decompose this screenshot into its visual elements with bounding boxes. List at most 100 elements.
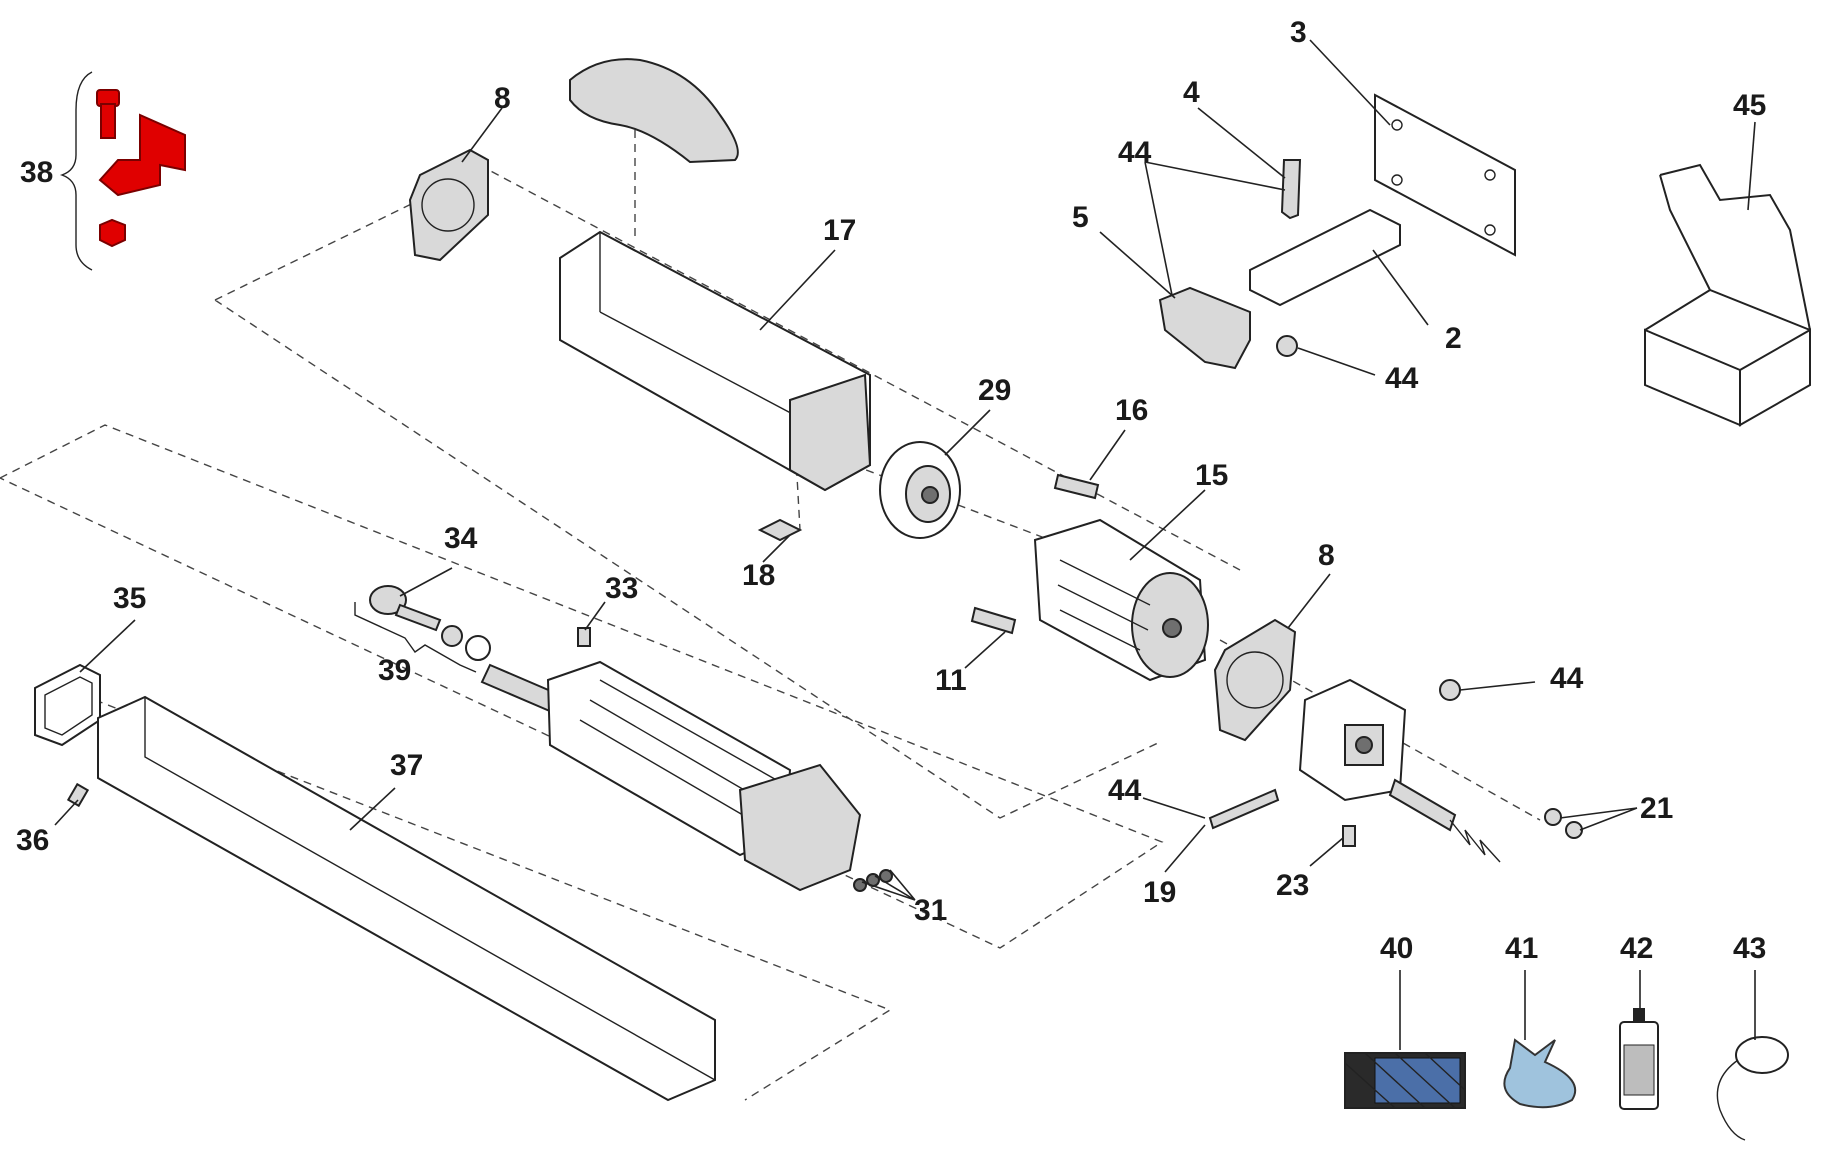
callout-18: 18 bbox=[742, 559, 775, 592]
bracket-plate-icon bbox=[98, 113, 186, 197]
callout-44-upper: 44 bbox=[1118, 136, 1152, 169]
callout-11: 11 bbox=[935, 664, 967, 697]
callout-23: 23 bbox=[1276, 869, 1309, 902]
leader-33 bbox=[584, 601, 606, 631]
callout-39: 39 bbox=[378, 654, 411, 687]
callout-3: 3 bbox=[1290, 16, 1307, 49]
leader-2 bbox=[1372, 249, 1429, 326]
leader-45 bbox=[1747, 121, 1756, 211]
beam-cover-37[interactable] bbox=[97, 695, 716, 1102]
valve-body bbox=[1388, 778, 1457, 832]
callout-31: 31 bbox=[914, 894, 947, 927]
assembly-outline-beam bbox=[94, 699, 892, 1101]
pin-11[interactable] bbox=[970, 606, 1017, 635]
screw-33[interactable] bbox=[577, 627, 591, 647]
top-cover[interactable] bbox=[569, 58, 739, 164]
plate-3[interactable] bbox=[1374, 93, 1516, 257]
rod-end-34[interactable] bbox=[369, 585, 442, 632]
spacer-block-2[interactable] bbox=[1249, 208, 1401, 307]
callout-43: 43 bbox=[1733, 932, 1766, 965]
mesh-panel bbox=[1374, 1057, 1461, 1104]
gasket-hole-icon bbox=[1226, 651, 1284, 709]
rod-19[interactable] bbox=[1208, 788, 1280, 830]
end-cap-inner bbox=[44, 676, 93, 736]
motor-15[interactable] bbox=[1033, 518, 1209, 682]
bracket-39 bbox=[354, 602, 477, 673]
leader-44a bbox=[1144, 161, 1286, 296]
leader-29 bbox=[944, 409, 991, 456]
leader-34 bbox=[399, 567, 453, 597]
leader-31 bbox=[861, 869, 916, 901]
motor-shaft bbox=[1162, 618, 1182, 638]
housing-end-opening bbox=[789, 373, 872, 492]
callout-41: 41 bbox=[1505, 932, 1538, 965]
box-side bbox=[1739, 328, 1811, 427]
capacitor-43[interactable] bbox=[1716, 1036, 1789, 1141]
oil-bottle-42[interactable] bbox=[1619, 1008, 1659, 1110]
leader-17 bbox=[759, 249, 836, 331]
packaging-box-45[interactable] bbox=[1644, 163, 1811, 427]
leader-37 bbox=[349, 787, 396, 831]
label-18[interactable] bbox=[757, 518, 803, 542]
callout-34: 34 bbox=[444, 522, 478, 555]
flange-29[interactable] bbox=[879, 441, 961, 539]
clevis-5[interactable] bbox=[1158, 286, 1251, 370]
beam-edge bbox=[144, 697, 716, 1081]
callout-33: 33 bbox=[605, 572, 638, 605]
leader-44d bbox=[1142, 797, 1206, 819]
assembly-outline-lower bbox=[0, 424, 1164, 949]
flange-bore bbox=[921, 486, 939, 504]
leader-21 bbox=[1559, 807, 1638, 831]
leader-44b bbox=[1297, 347, 1376, 376]
plate-hole-icon bbox=[1391, 174, 1403, 186]
leader-5 bbox=[1099, 231, 1176, 299]
screw-23[interactable] bbox=[1342, 825, 1356, 847]
housing-17[interactable] bbox=[559, 230, 872, 492]
washer-39[interactable] bbox=[465, 635, 491, 661]
filter-mesh-40[interactable] bbox=[1344, 1052, 1466, 1109]
callout-35: 35 bbox=[113, 582, 146, 615]
washer-21-a[interactable] bbox=[1544, 808, 1562, 826]
callout-42: 42 bbox=[1620, 932, 1653, 965]
callout-8-lower: 8 bbox=[1318, 539, 1335, 572]
callout-44-nut: 44 bbox=[1385, 362, 1419, 395]
screw-36[interactable] bbox=[66, 782, 90, 808]
capacitor-body bbox=[1735, 1036, 1789, 1074]
callout-40: 40 bbox=[1380, 932, 1413, 965]
leader-4 bbox=[1197, 107, 1286, 179]
gasket-8-lower[interactable] bbox=[1213, 618, 1297, 742]
nut-44-right[interactable] bbox=[1439, 679, 1461, 701]
leader-44c bbox=[1459, 681, 1536, 691]
nut-44-upper[interactable] bbox=[1276, 335, 1298, 357]
callout-44-rod: 44 bbox=[1108, 774, 1142, 807]
leader-8a bbox=[461, 107, 503, 163]
box-front bbox=[1644, 328, 1741, 427]
leader-36 bbox=[54, 799, 79, 826]
callout-8-upper: 8 bbox=[494, 82, 511, 115]
gasket-8-upper[interactable] bbox=[408, 148, 489, 262]
leader-18 bbox=[762, 534, 791, 563]
motor-ribs bbox=[1057, 559, 1151, 651]
release-valve[interactable] bbox=[1388, 778, 1501, 863]
pin-16[interactable] bbox=[1053, 473, 1100, 500]
callout-15: 15 bbox=[1195, 459, 1228, 492]
leader-15 bbox=[1129, 489, 1206, 561]
nut-icon bbox=[99, 218, 126, 248]
pin-4[interactable] bbox=[1280, 159, 1302, 220]
callout-19: 19 bbox=[1143, 876, 1176, 909]
nut-39[interactable] bbox=[441, 625, 463, 647]
callout-44-right: 44 bbox=[1550, 662, 1584, 695]
mesh-pattern bbox=[1344, 1052, 1466, 1109]
cylinder-tie-rods bbox=[579, 679, 781, 826]
plate-hole-icon bbox=[1484, 169, 1496, 181]
pump-block[interactable] bbox=[1298, 678, 1407, 802]
callout-29: 29 bbox=[978, 374, 1011, 407]
parts-bag-41[interactable] bbox=[1503, 1038, 1577, 1109]
cylinder-assembly[interactable] bbox=[480, 660, 862, 892]
spring-icon bbox=[1449, 819, 1501, 863]
washer-31-a[interactable] bbox=[853, 878, 867, 892]
leader-11 bbox=[964, 631, 1006, 669]
bracket-kit-38[interactable] bbox=[59, 71, 186, 271]
washer-21-b[interactable] bbox=[1565, 821, 1583, 839]
